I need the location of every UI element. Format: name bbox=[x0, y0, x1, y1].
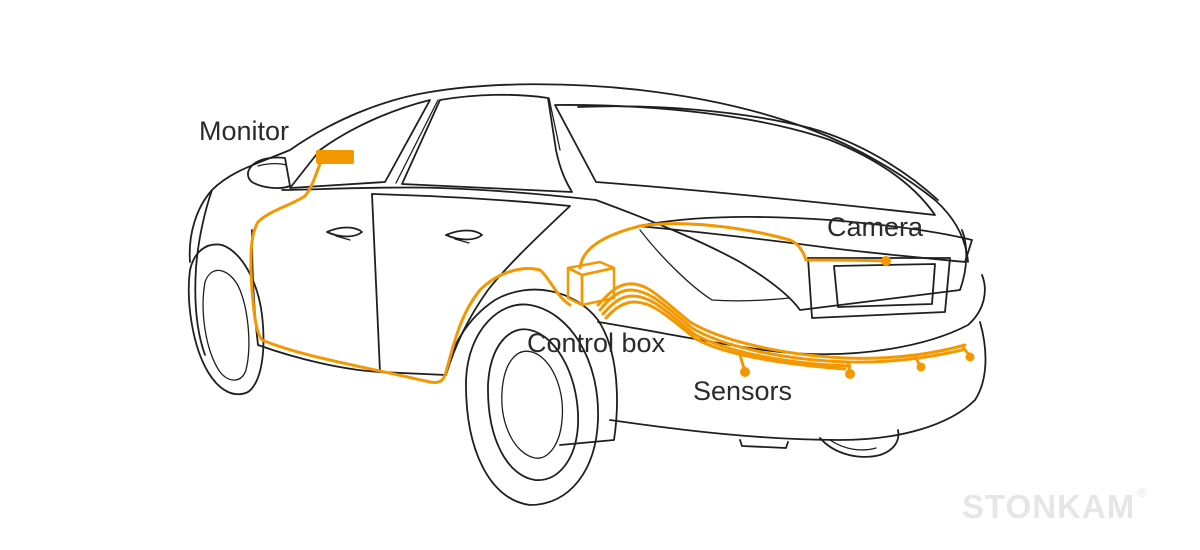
monitor-cable bbox=[249, 162, 572, 384]
camera-unit bbox=[881, 256, 891, 266]
sensor-3 bbox=[916, 362, 926, 372]
wiring-harness bbox=[249, 150, 975, 384]
sensor-harness-2 bbox=[598, 288, 964, 364]
front-door-handle bbox=[326, 226, 363, 241]
front-door bbox=[251, 193, 381, 373]
control-box-label: Control box bbox=[527, 328, 666, 358]
rear-bumper bbox=[597, 274, 986, 356]
camera-cable bbox=[578, 222, 887, 270]
sensor-2 bbox=[845, 369, 855, 379]
brand-name: STONKAM bbox=[962, 488, 1136, 525]
front-wheel bbox=[187, 243, 265, 396]
rear-door-handle bbox=[445, 229, 483, 244]
rear-window bbox=[401, 93, 573, 193]
sensors-label: Sensors bbox=[693, 376, 793, 406]
tail-light bbox=[637, 216, 973, 263]
brand-watermark: STONKAM® bbox=[962, 486, 1148, 525]
monitor-unit bbox=[316, 150, 354, 164]
sensor-harness-1 bbox=[596, 282, 967, 360]
license-plate bbox=[833, 263, 936, 308]
car-silhouette bbox=[188, 83, 969, 263]
sensor-4 bbox=[965, 352, 975, 362]
side-mirror bbox=[247, 156, 291, 189]
sensor-1 bbox=[740, 367, 750, 377]
rear-windshield bbox=[554, 104, 936, 216]
rear-wheel bbox=[465, 303, 599, 506]
front-window bbox=[289, 99, 431, 189]
car-body bbox=[187, 83, 987, 506]
control-box bbox=[566, 260, 616, 307]
monitor-label: Monitor bbox=[199, 116, 290, 146]
registered-mark: ® bbox=[1137, 485, 1148, 500]
license-plate-recess bbox=[807, 257, 951, 319]
camera-label: Camera bbox=[827, 212, 924, 242]
sensor-harness-4 bbox=[604, 300, 847, 371]
sensor-harness-3 bbox=[601, 294, 852, 368]
